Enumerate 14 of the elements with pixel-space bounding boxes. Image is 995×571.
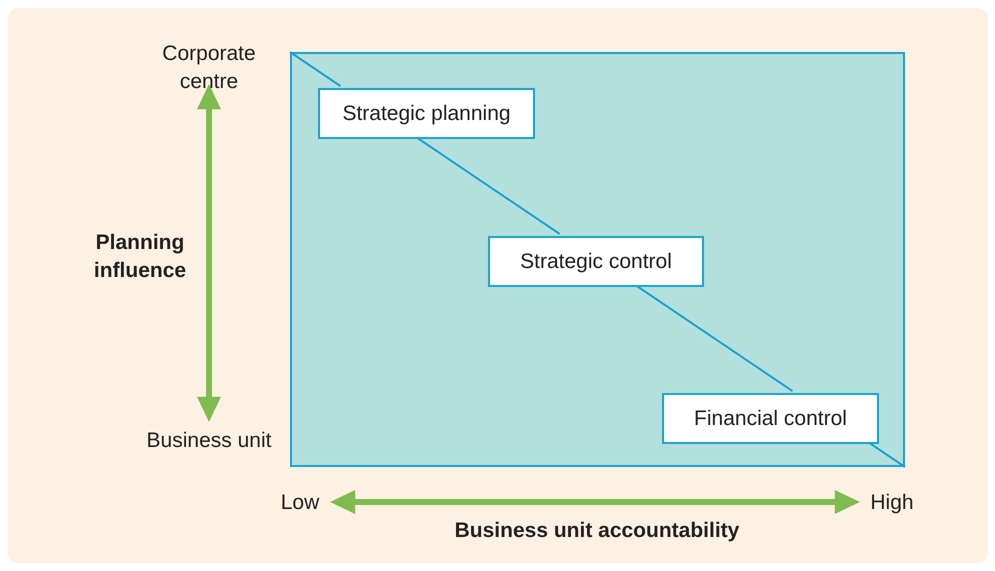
axis-title: Business unit accountability: [454, 518, 740, 544]
matrix-area: [290, 52, 905, 467]
axis-end-label: Corporate centre: [161, 41, 257, 95]
axis-end-label: Low: [280, 490, 320, 516]
connector-line: [867, 441, 906, 468]
axis-title: Planning influence: [92, 230, 188, 284]
connector-line: [415, 136, 560, 235]
axis-end-label: Business unit: [146, 428, 272, 454]
label-box: Strategic planning: [318, 88, 535, 139]
connector-line: [634, 284, 793, 392]
connector-line: [289, 51, 341, 87]
label-box: Strategic control: [488, 236, 704, 287]
axis-end-label: High: [869, 490, 915, 516]
label-box: Financial control: [662, 393, 879, 444]
